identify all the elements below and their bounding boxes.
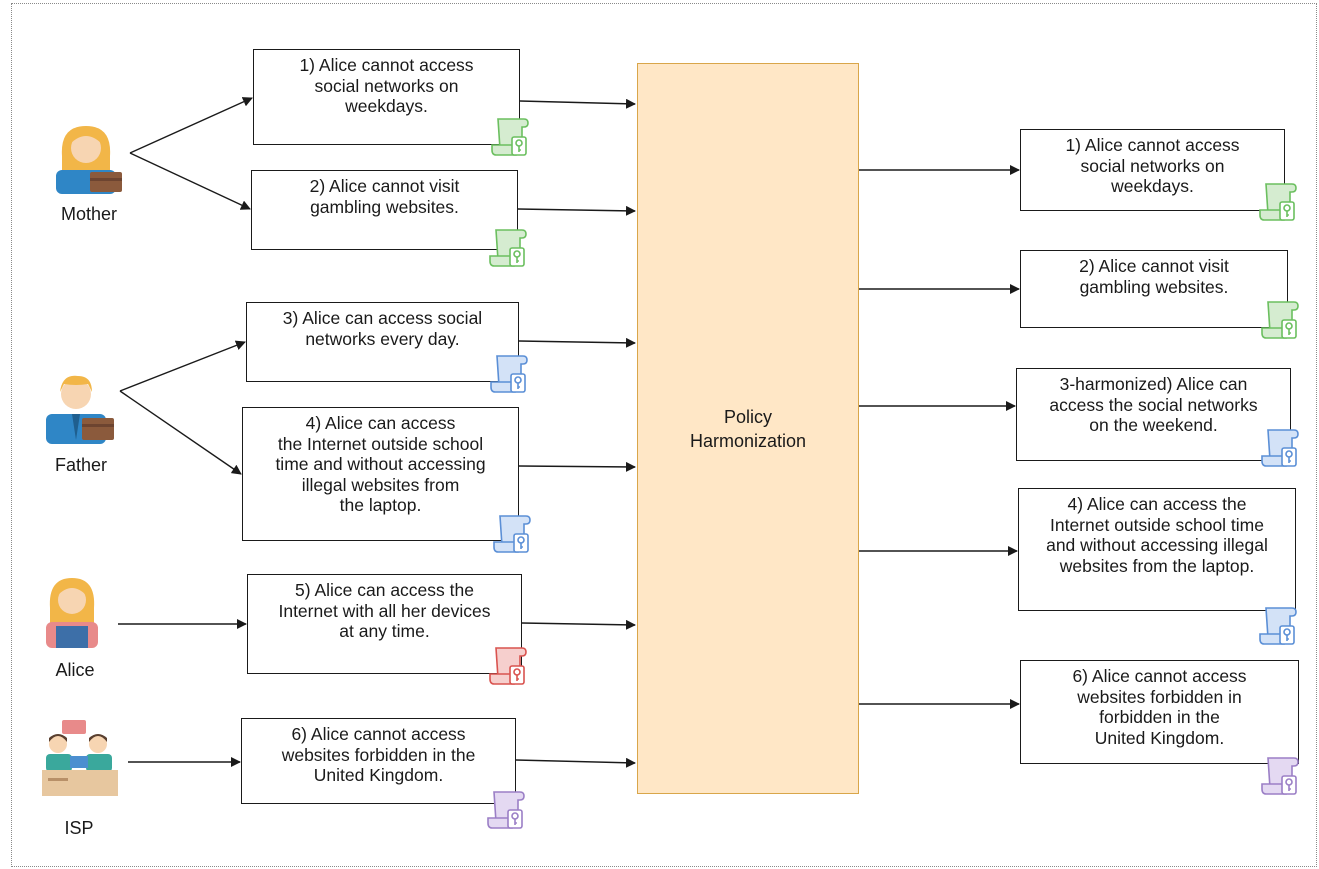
arrow-father-to-policy-3 [119, 340, 246, 392]
policy-box-father-4: 4) Alice can access the Internet outside… [242, 407, 519, 541]
actor-label-alice: Alice [55, 660, 95, 680]
arrow-mother-to-policy-2 [129, 152, 251, 210]
policy-text: 6) Alice cannot access websites forbidde… [1072, 666, 1247, 748]
policy-scroll-icon [1256, 604, 1300, 648]
mother-person-icon [50, 116, 128, 194]
output-policy-box-6: 6) Alice cannot access websites forbidde… [1020, 660, 1299, 764]
policy-box-isp-6: 6) Alice cannot access websites forbidde… [241, 718, 516, 804]
arrow-policy-4-to-harmonizer [518, 461, 636, 472]
harmonizer-label: Policy Harmonization [689, 406, 807, 451]
arrow-mother-to-policy-1 [129, 97, 253, 154]
policy-scroll-icon [487, 352, 531, 396]
policy-scroll-icon [490, 512, 534, 556]
output-policy-box-3-harmonized: 3-harmonized) Alice can access the socia… [1016, 368, 1291, 461]
arrow-father-to-policy-4 [119, 390, 242, 475]
policy-text: 6) Alice cannot access websites forbidde… [281, 724, 476, 785]
isp-person-icon [40, 718, 120, 798]
output-policy-box-4: 4) Alice can access the Internet outside… [1018, 488, 1296, 611]
arrow-policy-5-to-harmonizer [521, 619, 636, 630]
arrow-policy-2-to-harmonizer [517, 205, 636, 216]
actor-label-isp: ISP [64, 818, 94, 838]
alice-person-icon [40, 570, 104, 648]
policy-scroll-icon [1258, 754, 1302, 798]
policy-box-mother-1: 1) Alice cannot access social networks o… [253, 49, 520, 145]
actor-label-father: Father [54, 455, 108, 475]
policy-text: 2) Alice cannot visit gambling websites. [309, 176, 460, 217]
arrow-policy-6-to-harmonizer [515, 757, 636, 768]
policy-harmonization-block: Policy Harmonization [637, 63, 859, 794]
policy-text: 5) Alice can access the Internet with al… [278, 580, 491, 641]
diagram-frame [11, 3, 1317, 867]
policy-box-father-3: 3) Alice can access social networks ever… [246, 302, 519, 382]
policy-scroll-icon [1256, 180, 1300, 224]
policy-scroll-icon [1258, 298, 1302, 342]
policy-text: 1) Alice cannot access social networks o… [299, 55, 474, 116]
policy-text: 3) Alice can access social networks ever… [282, 308, 483, 349]
policy-scroll-icon [1258, 426, 1302, 470]
father-person-icon [42, 366, 120, 444]
output-policy-box-1: 1) Alice cannot access social networks o… [1020, 129, 1285, 211]
policy-text: 4) Alice can access the Internet outside… [1046, 494, 1268, 576]
policy-text: 1) Alice cannot access social networks o… [1065, 135, 1240, 196]
policy-text: 4) Alice can access the Internet outside… [275, 413, 486, 515]
actor-label-mother: Mother [60, 204, 118, 224]
output-policy-box-2: 2) Alice cannot visit gambling websites. [1020, 250, 1288, 328]
policy-scroll-icon [484, 788, 528, 832]
arrow-policy-1-to-harmonizer [519, 98, 636, 109]
arrow-policy-3-to-harmonizer [518, 337, 636, 348]
policy-box-alice-5: 5) Alice can access the Internet with al… [247, 574, 522, 674]
policy-text: 2) Alice cannot visit gambling websites. [1079, 256, 1229, 297]
policy-scroll-icon [488, 115, 532, 159]
policy-scroll-icon [486, 226, 530, 270]
policy-box-mother-2: 2) Alice cannot visit gambling websites. [251, 170, 518, 250]
policy-scroll-icon [486, 644, 530, 688]
policy-text: 3-harmonized) Alice can access the socia… [1049, 374, 1258, 435]
